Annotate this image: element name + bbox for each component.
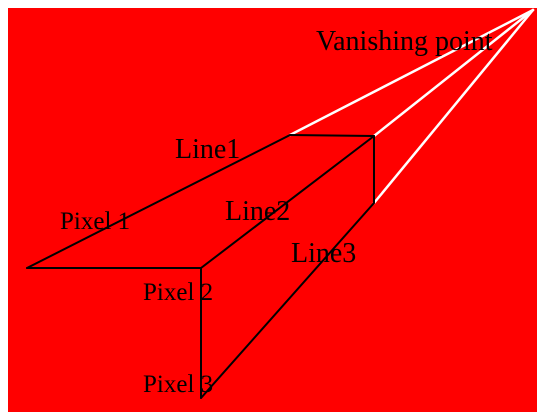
line2-edge [200, 135, 375, 269]
projection-line-3 [372, 8, 535, 205]
line1-edge [26, 134, 291, 269]
line3-edge [200, 202, 375, 399]
line1-label: Line1 [175, 134, 240, 165]
line2-label: Line2 [225, 196, 290, 227]
projection-line-1 [288, 8, 535, 137]
pixel3-label: Pixel 3 [143, 371, 213, 398]
line3-label: Line3 [291, 238, 356, 269]
top-edge [289, 134, 375, 137]
vanishing-point-label: Vanishing point [316, 26, 493, 57]
projection-line-2 [372, 8, 535, 138]
pixel1-label: Pixel 1 [60, 208, 130, 235]
projection-lines [288, 8, 535, 205]
shape-edges [26, 134, 375, 399]
pixel2-label: Pixel 2 [143, 279, 213, 306]
